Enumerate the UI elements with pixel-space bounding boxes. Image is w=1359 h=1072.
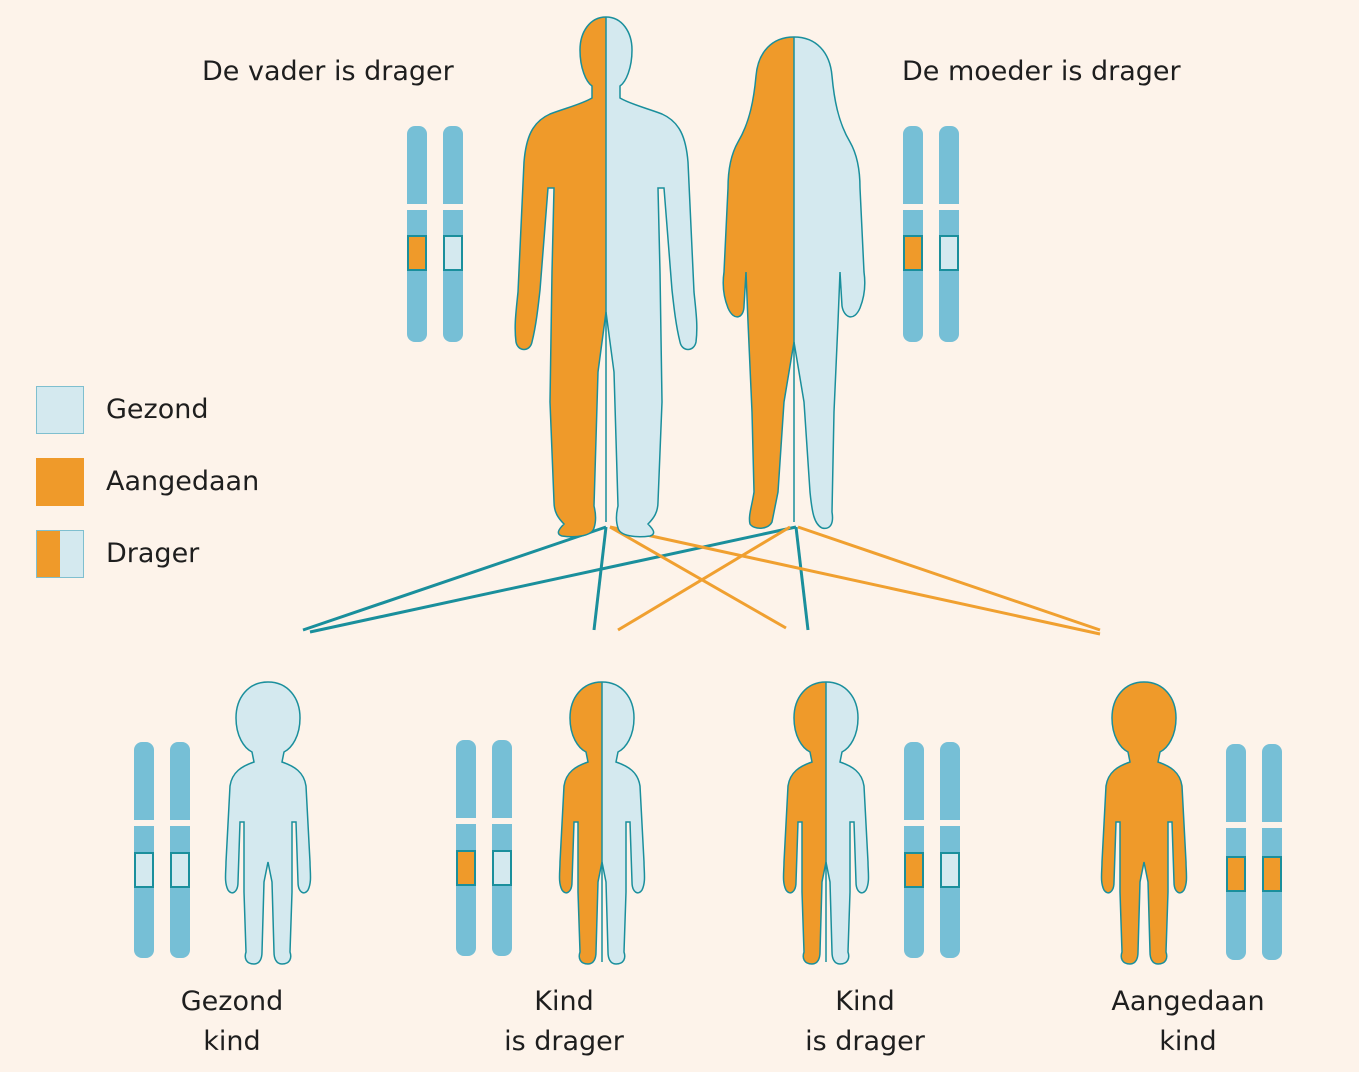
- centromere: [1261, 822, 1283, 828]
- line-father-to-child3: [610, 527, 786, 628]
- mother-chromosome-pair: [902, 126, 960, 342]
- chromosome-right: [443, 126, 463, 342]
- centromere: [169, 820, 191, 826]
- mother-label: De moeder is drager: [902, 52, 1181, 92]
- gene-band-affected: [1227, 857, 1245, 891]
- child4-chromosome-pair: [1225, 744, 1283, 960]
- gene-band-affected: [905, 853, 923, 887]
- inheritance-lines: [303, 527, 1100, 634]
- child2-figure: [560, 682, 645, 964]
- child4-figure: [1102, 682, 1187, 964]
- centromere: [455, 818, 477, 824]
- child3-figure: [784, 682, 869, 964]
- chromosome-left: [904, 742, 924, 958]
- child1-figure: [226, 682, 311, 964]
- child2-chromosome-pair: [455, 740, 513, 956]
- father-chromosome-pair: [406, 126, 464, 342]
- chromosome-left: [456, 740, 476, 956]
- chromosome-left: [1226, 744, 1246, 960]
- child3-label-line2: is drager: [765, 1022, 965, 1062]
- centromere: [133, 820, 155, 826]
- chromosome-left: [407, 126, 427, 342]
- child1-label: Gezond kind: [132, 982, 332, 1062]
- child3-label: Kind is drager: [765, 982, 965, 1062]
- chromosome-right: [170, 742, 190, 958]
- child1-label-line2: kind: [132, 1022, 332, 1062]
- chromosome-right: [939, 126, 959, 342]
- child4-label-line1: Aangedaan: [1088, 982, 1288, 1022]
- centromere: [902, 204, 924, 210]
- line-mother-to-child1: [310, 527, 796, 632]
- line-father-to-child2: [594, 527, 606, 630]
- child4-label: Aangedaan kind: [1088, 982, 1288, 1062]
- child1-label-line1: Gezond: [132, 982, 332, 1022]
- gene-band-healthy: [493, 851, 511, 885]
- father-label: De vader is drager: [202, 52, 454, 92]
- centromere: [938, 204, 960, 210]
- gene-band-healthy: [941, 853, 959, 887]
- affected-swatch: [36, 458, 84, 506]
- gene-band-affected: [408, 236, 426, 270]
- child2-label: Kind is drager: [464, 982, 664, 1062]
- chromosome-left: [134, 742, 154, 958]
- chromosome-left: [903, 126, 923, 342]
- father-figure: [515, 17, 697, 537]
- centromere: [1225, 822, 1247, 828]
- child3-label-line1: Kind: [765, 982, 965, 1022]
- gene-band-affected: [1263, 857, 1281, 891]
- centromere: [903, 820, 925, 826]
- gene-band-healthy: [171, 853, 189, 887]
- legend-label-carrier: Drager: [106, 534, 199, 574]
- legend-label-healthy: Gezond: [106, 390, 208, 430]
- chromosome-right: [940, 742, 960, 958]
- healthy-swatch: [36, 386, 84, 434]
- line-mother-to-child3: [796, 527, 808, 630]
- gene-band-affected: [904, 236, 922, 270]
- centromere: [939, 820, 961, 826]
- gene-band-healthy: [940, 236, 958, 270]
- line-father-to-child4: [610, 527, 1100, 634]
- child2-label-line2: is drager: [464, 1022, 664, 1062]
- gene-band-healthy: [135, 853, 153, 887]
- carrier-swatch: [36, 530, 84, 578]
- child4-label-line2: kind: [1088, 1022, 1288, 1062]
- child2-label-line1: Kind: [464, 982, 664, 1022]
- mother-figure: [723, 37, 865, 528]
- child3-chromosome-pair: [903, 742, 961, 958]
- centromere: [406, 204, 428, 210]
- chromosome-right: [492, 740, 512, 956]
- child1-chromosome-pair: [133, 742, 191, 958]
- gene-band-healthy: [444, 236, 462, 270]
- chromosome-right: [1262, 744, 1282, 960]
- centromere: [491, 818, 513, 824]
- legend-label-affected: Aangedaan: [106, 462, 259, 502]
- gene-band-affected: [457, 851, 475, 885]
- centromere: [442, 204, 464, 210]
